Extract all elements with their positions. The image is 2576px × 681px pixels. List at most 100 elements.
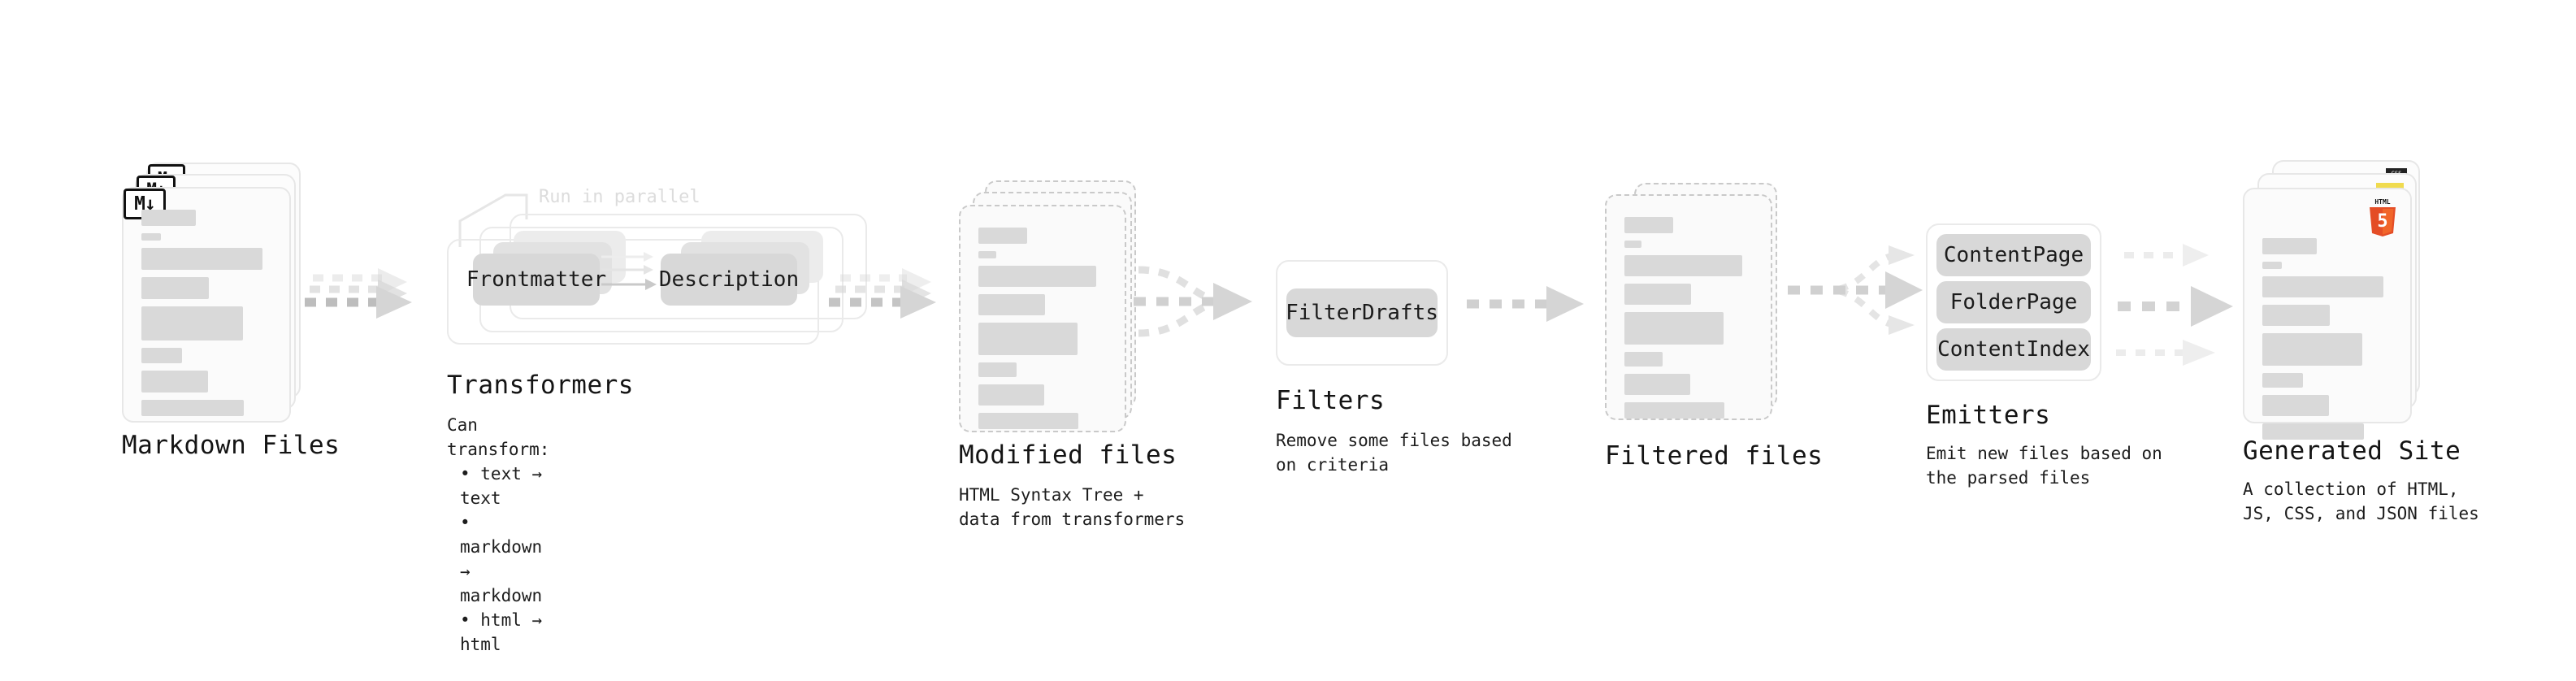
emitter-pill-contentpage[interactable]: ContentPage [1936, 234, 2091, 276]
transformer-pill-description[interactable]: Description [658, 254, 800, 306]
dashed-arrow-icon [829, 268, 936, 319]
transformers-description: Can transform: • text → text • markdown … [447, 413, 549, 657]
bar [1624, 284, 1692, 305]
transform-bullet: • text → text [460, 464, 543, 508]
transform-bullet: • markdown → markdown [460, 513, 543, 605]
stage-subtitle-modified-files: HTML Syntax Tree + data from transformer… [959, 485, 1186, 529]
pill-label: FolderPage [1949, 290, 2078, 314]
modified-card-stack [959, 180, 1146, 440]
arrowhead-icon [2183, 340, 2215, 366]
bar [141, 277, 210, 299]
stage-title-markdown-files: Markdown Files [122, 431, 340, 460]
bar [141, 233, 161, 241]
bar [2262, 262, 2282, 269]
pill-label: ContentIndex [1937, 337, 2090, 362]
transformer-group-front [447, 239, 819, 345]
dashed-arrow-icon [1467, 286, 1584, 322]
modified-card-front [959, 205, 1126, 432]
bar [1624, 217, 1674, 233]
bar [2262, 395, 2329, 416]
bar [2262, 333, 2363, 366]
stage-modified-files: Modified files HTML Syntax Tree + data f… [959, 180, 1185, 529]
bar [978, 384, 1044, 406]
markdown-card-front: M↓ [122, 187, 291, 423]
bar [978, 228, 1028, 244]
arrowhead-icon [1885, 271, 1923, 309]
filter-pill-filterdrafts[interactable]: FilterDrafts [1286, 288, 1438, 337]
filters-group-box [1276, 260, 1448, 366]
connector-md-to-transformers [305, 268, 435, 341]
connector-modified-to-filters [1134, 258, 1272, 348]
dashed-arrow-icon [305, 268, 412, 319]
card-content-bars [1624, 217, 1753, 426]
arrowhead-icon [1889, 315, 1915, 335]
pill-label: Frontmatter [466, 267, 607, 292]
arrowhead-icon [2191, 286, 2233, 327]
pill-label: ContentPage [1943, 243, 2084, 267]
bar [1624, 241, 1641, 248]
bar [1624, 255, 1743, 276]
filtered-card-front [1605, 194, 1772, 420]
arrowhead-icon [376, 286, 412, 319]
connector-filters-to-filtered [1467, 286, 1597, 335]
bar [141, 400, 245, 416]
bar [2262, 238, 2318, 254]
svg-text:HTML: HTML [2374, 198, 2390, 206]
card-content-bars [141, 210, 271, 423]
stage-title-filtered-files: Filtered files [1605, 441, 1824, 471]
stage-markdown-files: M↓ M↓ M↓ Markdown Files [122, 163, 340, 460]
run-in-parallel-hint: Run in parallel [539, 187, 700, 207]
card-content-bars [2262, 238, 2392, 447]
stage-generated-site: CSS HTML 5 [2243, 160, 2479, 523]
svg-text:5: 5 [2377, 211, 2387, 232]
card-content-bars [978, 228, 1107, 436]
pill-label: Description [658, 267, 800, 292]
stage-subtitle-filters: Remove some files based on criteria [1276, 431, 1512, 475]
html5-logo-icon: HTML 5 [2365, 196, 2400, 236]
markdown-card-stack: M↓ M↓ M↓ [122, 163, 309, 423]
bar [978, 362, 1017, 377]
bar [978, 323, 1078, 355]
filtered-card-stack [1605, 183, 1792, 443]
bar [1624, 312, 1724, 345]
connector-filtered-to-emitters [1788, 244, 1934, 366]
bar [2262, 373, 2303, 388]
arrowhead-icon [1213, 283, 1252, 320]
bar [141, 306, 243, 340]
arrowhead-icon [2183, 244, 2209, 267]
stage-filtered-files: Filtered files [1605, 183, 1823, 471]
dashed-merge-arrow-icon [1134, 266, 1252, 337]
inner-arrows-icon [601, 252, 657, 290]
stage-title-emitters: Emitters [1926, 401, 2051, 430]
stage-title-generated-site: Generated Site [2243, 436, 2461, 466]
bar [978, 413, 1079, 429]
site-card-stack: CSS HTML 5 [2243, 160, 2438, 440]
connector-transformers-to-modified [829, 268, 959, 341]
bar [2262, 423, 2364, 440]
stage-title-transformers: Transformers [447, 371, 634, 400]
bar [2262, 305, 2331, 326]
site-card-html: HTML 5 [2243, 188, 2412, 440]
transform-bullet: • html → html [460, 610, 543, 654]
stage-subtitle-emitters: Emit new files based on the parsed files [1926, 444, 2162, 488]
arrowhead-icon [1546, 286, 1584, 322]
transformer-pill-frontmatter[interactable]: Frontmatter [466, 254, 606, 306]
dashed-split-arrow-icon [1788, 245, 1923, 335]
bar [1624, 352, 1663, 367]
arrowhead-icon [900, 286, 936, 319]
bar [141, 210, 197, 226]
arrowhead-icon [1889, 245, 1915, 265]
bar [978, 251, 997, 258]
bar [1624, 374, 1690, 395]
bar [1624, 402, 1725, 419]
transform-lead: Can transform: [447, 415, 550, 459]
emitter-pill-folderpage[interactable]: FolderPage [1936, 281, 2091, 323]
emitter-pill-contentindex[interactable]: ContentIndex [1936, 328, 2091, 371]
stage-subtitle-generated-site: A collection of HTML, JS, CSS, and JSON … [2243, 479, 2479, 523]
stage-title-filters: Filters [1276, 386, 1386, 415]
connector-emitters-to-site [2113, 229, 2267, 375]
stage-title-modified-files: Modified files [959, 440, 1177, 470]
bar [2262, 276, 2383, 297]
bar [141, 348, 182, 363]
